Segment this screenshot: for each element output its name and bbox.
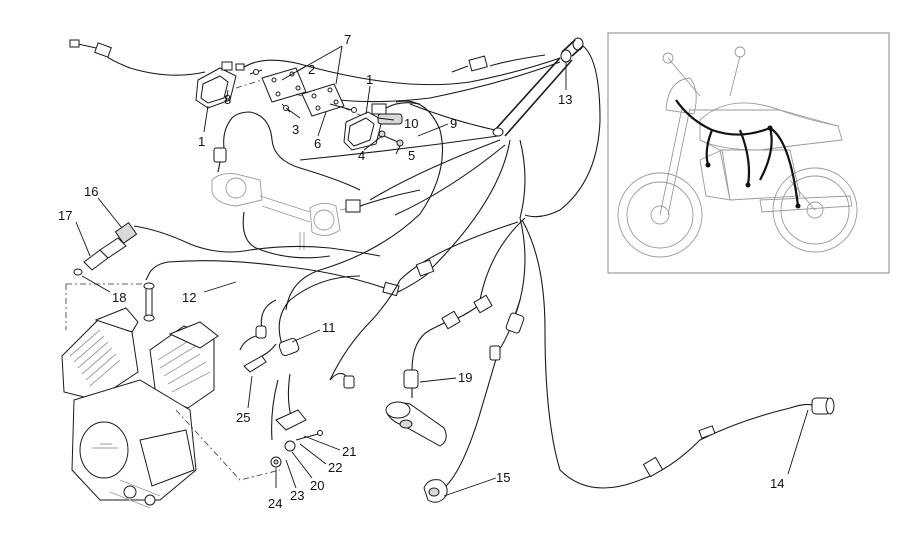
callout-13: 13 (558, 92, 572, 107)
callout-1-right: 1 (366, 72, 373, 87)
sensor-parts-right (285, 100, 835, 503)
callout-17: 17 (58, 208, 72, 223)
callout-5: 5 (408, 148, 415, 163)
callout-25: 25 (236, 410, 250, 425)
sensor-parts-left (73, 221, 435, 468)
callout-20: 20 (310, 478, 324, 493)
callout-22: 22 (328, 460, 342, 475)
main-harness (69, 37, 641, 489)
regulator-relay-group (195, 61, 421, 151)
callout-12: 12 (182, 290, 196, 305)
callout-11: 11 (322, 320, 336, 335)
callout-21: 21 (342, 444, 356, 459)
callout-6: 6 (314, 136, 321, 151)
callout-10: 10 (404, 116, 418, 131)
callout-24: 24 (268, 496, 282, 511)
motorcycle-inset (607, 32, 890, 274)
inset-frame (607, 32, 890, 274)
callout-23: 23 (290, 488, 304, 503)
callout-9: 9 (450, 116, 457, 131)
callout-16: 16 (84, 184, 98, 199)
throttle-body-assembly (211, 111, 421, 259)
callout-1-left: 1 (198, 134, 205, 149)
callout-8: 8 (224, 92, 231, 107)
callout-4: 4 (358, 148, 365, 163)
callout-19: 19 (458, 370, 472, 385)
callout-15: 15 (496, 470, 510, 485)
callout-3: 3 (292, 122, 299, 137)
leader-lines (75, 45, 809, 497)
motorcycle-silhouette-icon (617, 46, 858, 258)
engine-block (61, 307, 219, 509)
callout-18: 18 (112, 290, 126, 305)
callout-14: 14 (770, 476, 784, 491)
callout-7: 7 (344, 32, 351, 47)
callout-labels: 1 1 2 3 4 5 6 7 8 9 10 11 12 13 14 15 16… (58, 32, 784, 511)
callout-2: 2 (308, 62, 315, 77)
